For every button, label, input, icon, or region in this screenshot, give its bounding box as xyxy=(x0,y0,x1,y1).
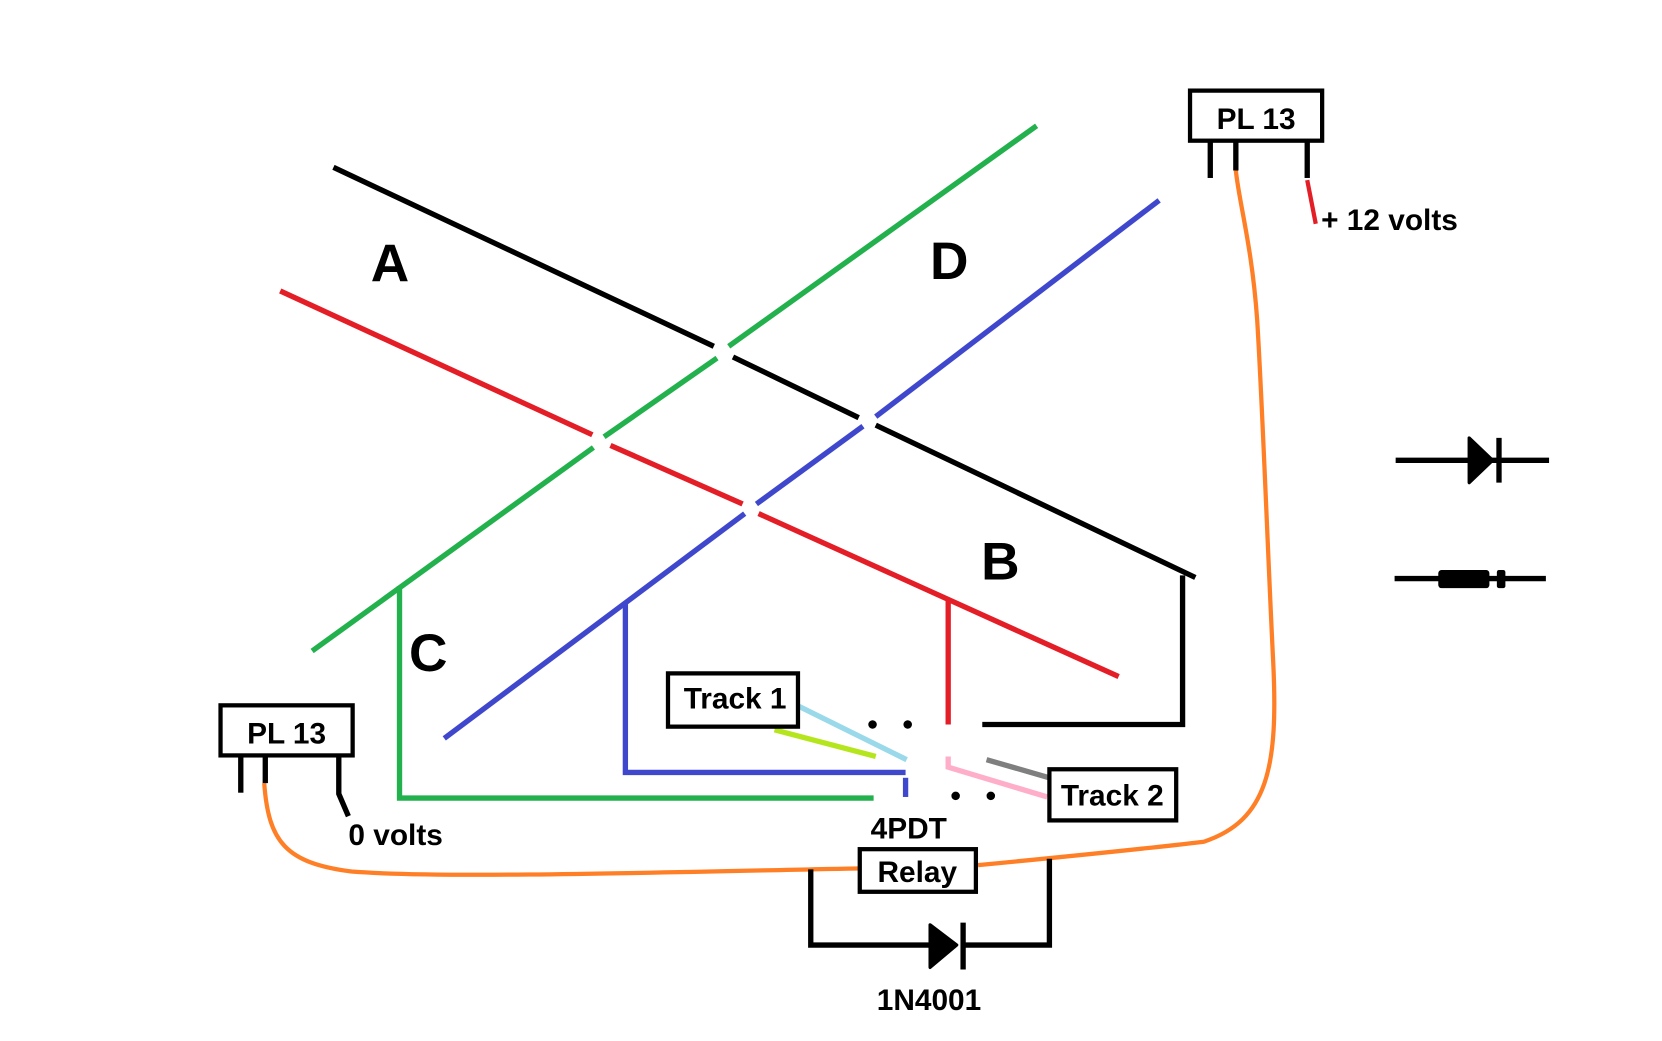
pl13-top-box xyxy=(1187,88,1325,143)
diode-label: 1N4001 xyxy=(877,984,982,1017)
rail-red-segment-1 xyxy=(279,288,594,438)
diode-lead-right xyxy=(964,858,1053,948)
relay-contact-dot xyxy=(951,791,960,801)
rail-green-segment-2 xyxy=(602,355,719,440)
relay-contact-dot xyxy=(903,720,912,729)
feeder-lime xyxy=(773,727,877,760)
pl13-top: PL 13 xyxy=(1187,88,1325,225)
legend-diode-schematic xyxy=(1395,436,1550,485)
diode-schematic-icon xyxy=(1467,436,1495,485)
rail-green-segment-3 xyxy=(310,445,595,654)
rail-blue-segment-2 xyxy=(754,424,865,507)
feeder-wires xyxy=(396,575,1186,801)
pl13-top-label: PL 13 xyxy=(1217,103,1296,136)
region-label-b: B xyxy=(981,533,1019,592)
track-1-box: Track 1 xyxy=(665,671,801,729)
feeder-green xyxy=(396,586,874,801)
relay-box xyxy=(857,847,979,894)
relay-type-label: 4PDT xyxy=(871,813,947,846)
rail-blue-segment-1 xyxy=(874,198,1161,419)
feeder-black xyxy=(982,575,1186,728)
track-2-label: Track 2 xyxy=(1061,779,1164,812)
relay-contacts xyxy=(868,720,996,801)
relay: Relay xyxy=(857,847,979,894)
rail-black-segment-3 xyxy=(874,422,1197,580)
relay-contact-dot xyxy=(868,720,877,729)
rail-black-segment-2 xyxy=(731,354,860,421)
legend-diode-package xyxy=(1394,570,1546,589)
rail-green-segment-1 xyxy=(727,123,1039,349)
diode-lead-left xyxy=(808,869,931,948)
diode-package-icon xyxy=(1438,570,1490,589)
positive-lead xyxy=(1305,179,1318,225)
zero-volts-label: 0 volts xyxy=(348,819,443,852)
track-2-box: Track 2 xyxy=(1047,767,1179,823)
rail-red-segment-3 xyxy=(757,511,1120,680)
orange-coil-wire xyxy=(262,170,1277,877)
diode-package-band xyxy=(1496,570,1506,589)
region-label-a: A xyxy=(371,234,409,293)
pl13-bottom: PL 13 xyxy=(218,703,355,818)
track-1-label: Track 1 xyxy=(684,683,787,716)
feeder-pink xyxy=(945,756,1049,800)
track-1-frame xyxy=(665,671,801,729)
rail-red-segment-2 xyxy=(609,442,744,507)
pl13-bottom-box xyxy=(218,703,355,758)
region-label-d: D xyxy=(930,232,968,291)
diode-icon xyxy=(928,923,959,970)
positive-12v-label: + 12 volts xyxy=(1321,204,1458,237)
relay-label: Relay xyxy=(877,856,957,889)
rail-black-segment-1 xyxy=(332,164,715,349)
relay-contact-dot xyxy=(986,791,996,801)
pl13-bottom-label: PL 13 xyxy=(247,718,326,751)
track-rails xyxy=(279,123,1197,741)
feeder-blue xyxy=(622,604,906,776)
feeder-light-blue xyxy=(797,704,908,763)
region-label-c: C xyxy=(409,624,447,683)
pl13-bottom-pin-3 xyxy=(336,755,351,818)
rail-blue-segment-3 xyxy=(442,511,747,741)
track-2-frame xyxy=(1047,767,1179,823)
flyback-diode-circuit xyxy=(808,858,1053,970)
feeder-gray xyxy=(985,757,1051,781)
